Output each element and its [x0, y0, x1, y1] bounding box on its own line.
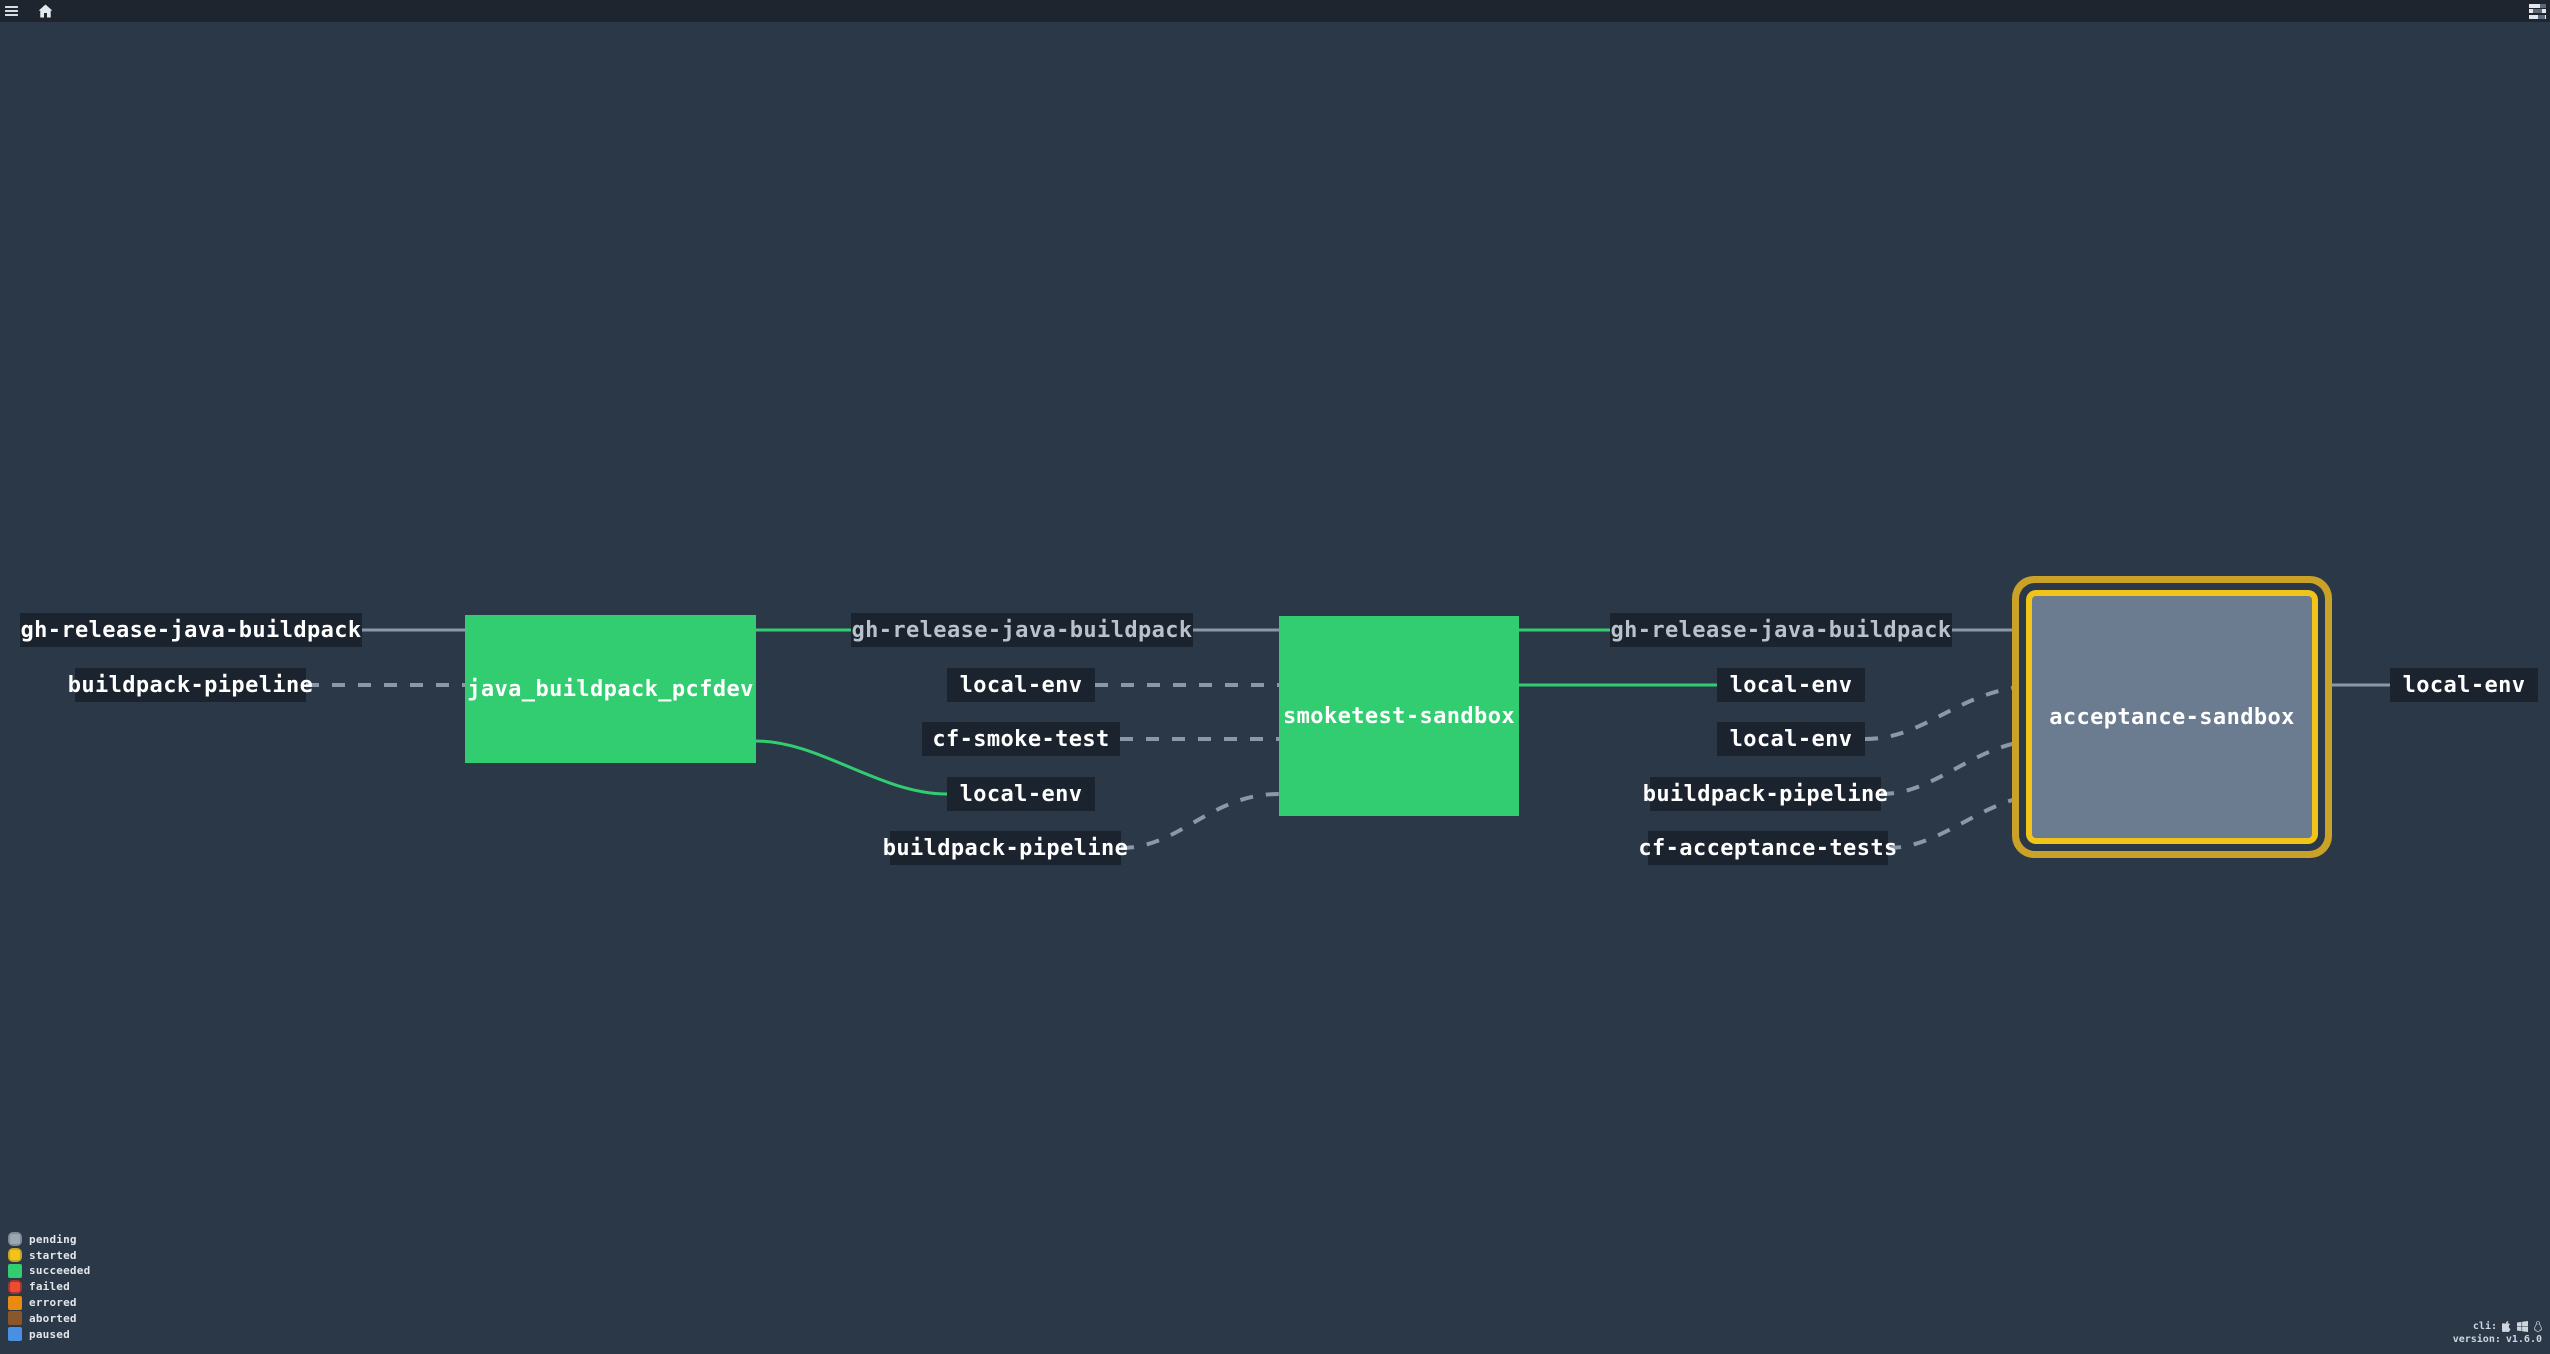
resource-node-label: buildpack-pipeline	[882, 835, 1129, 861]
legend-swatch-succeeded	[8, 1263, 22, 1278]
apple-icon[interactable]	[2502, 1321, 2511, 1332]
top-bar	[0, 0, 2550, 22]
pipeline-list-row	[2528, 9, 2546, 13]
legend-label: errored	[29, 1296, 77, 1309]
job-node-label: acceptance-sandbox	[2032, 596, 2312, 838]
resource-node-label: local-env	[1729, 672, 1853, 698]
hamburger-line	[4, 13, 18, 16]
resource-node-buildpack-pipeline[interactable]: buildpack-pipeline	[1643, 777, 1888, 811]
resource-node-label: local-env	[959, 781, 1083, 807]
legend-swatch-aborted	[8, 1311, 22, 1326]
legend-item-started: started	[8, 1247, 90, 1263]
cli-row: cli:	[2453, 1320, 2542, 1333]
legend-label: aborted	[29, 1311, 77, 1325]
resource-node-label: buildpack-pipeline	[1642, 781, 1889, 807]
legend-swatch-paused	[8, 1327, 22, 1342]
resource-node-label: local-env	[1729, 726, 1853, 752]
resource-node-label: local-env	[2402, 672, 2526, 698]
legend-swatch-failed	[8, 1279, 22, 1294]
resource-node-label: local-env	[959, 672, 1083, 698]
legend-item-failed: failed	[8, 1279, 90, 1295]
resource-node-label: gh-release-java-buildpack	[851, 617, 1193, 643]
pipeline-list-icon[interactable]	[2524, 0, 2550, 22]
job-node-label: java_buildpack_pcfdev	[467, 676, 754, 702]
job-node-smoketest-sandbox[interactable]: smoketest-sandbox	[1279, 616, 1519, 816]
job-node-label: smoketest-sandbox	[1283, 703, 1515, 729]
status-legend: pending started succeeded failed errored abor…	[8, 1231, 90, 1342]
resource-node-label: cf-smoke-test	[932, 726, 1110, 752]
pipeline-list-row	[2528, 3, 2546, 8]
legend-label: pending	[29, 1232, 77, 1246]
legend-item-aborted: aborted	[8, 1310, 90, 1326]
cli-os-icons	[2502, 1321, 2542, 1332]
resource-node-local-env[interactable]: local-env	[947, 777, 1095, 811]
legend-swatch-pending	[8, 1232, 22, 1247]
legend-label: started	[29, 1248, 77, 1262]
resource-node-gh-release-java-buildpack[interactable]: gh-release-java-buildpack	[20, 613, 362, 647]
legend-label: paused	[29, 1327, 70, 1341]
legend-label: failed	[29, 1280, 70, 1294]
windows-icon[interactable]	[2517, 1321, 2528, 1332]
legend-item-pending: pending	[8, 1231, 90, 1247]
job-node-java-buildpack-pcfdev[interactable]: java_buildpack_pcfdev	[465, 615, 756, 763]
pipeline-edge	[755, 739, 948, 796]
resource-node-buildpack-pipeline[interactable]: buildpack-pipeline	[68, 668, 313, 702]
node-ring-inner: acceptance-sandbox	[2026, 590, 2318, 844]
resource-node-local-env[interactable]: local-env	[1717, 722, 1865, 756]
pipeline-graph[interactable]: gh-release-java-buildpack buildpack-pipel…	[0, 22, 2550, 1354]
pipeline-edge	[1880, 737, 2051, 796]
version-value: v1.6.0	[2505, 1334, 2542, 1345]
home-icon[interactable]	[34, 0, 56, 22]
pipeline-edge	[1887, 792, 2051, 850]
resource-node-local-env[interactable]: local-env	[1717, 668, 1865, 702]
resource-node-cf-acceptance-tests[interactable]: cf-acceptance-tests	[1638, 831, 1897, 865]
pipeline-edge	[1120, 792, 1280, 850]
resource-node-label: gh-release-java-buildpack	[20, 617, 362, 643]
cli-version-info: cli: version: v1.6.0	[2453, 1320, 2542, 1346]
resource-node-label: cf-acceptance-tests	[1638, 835, 1898, 861]
hamburger-icon[interactable]	[0, 0, 22, 22]
pipeline-list-row	[2528, 14, 2546, 19]
legend-item-errored: errored	[8, 1295, 90, 1311]
node-ring-gap: acceptance-sandbox	[2019, 583, 2325, 851]
resource-node-buildpack-pipeline[interactable]: buildpack-pipeline	[883, 831, 1128, 865]
cli-label: cli:	[2472, 1321, 2497, 1332]
resource-node-label: buildpack-pipeline	[67, 672, 314, 698]
version-row: version: v1.6.0	[2453, 1333, 2542, 1346]
resource-node-local-env[interactable]: local-env	[2390, 668, 2538, 702]
resource-node-gh-release-java-buildpack[interactable]: gh-release-java-buildpack	[1610, 613, 1952, 647]
legend-swatch-started	[8, 1248, 22, 1263]
linux-icon[interactable]	[2534, 1321, 2542, 1332]
legend-swatch-errored	[8, 1295, 22, 1310]
legend-label: succeeded	[29, 1264, 91, 1278]
legend-item-paused: paused	[8, 1326, 90, 1342]
job-node-acceptance-sandbox[interactable]: acceptance-sandbox	[2012, 576, 2332, 858]
resource-node-local-env[interactable]: local-env	[947, 668, 1095, 702]
resource-node-label: gh-release-java-buildpack	[1610, 617, 1952, 643]
hamburger-line	[4, 6, 18, 9]
resource-node-cf-smoke-test[interactable]: cf-smoke-test	[922, 722, 1120, 756]
version-label: version:	[2452, 1334, 2501, 1345]
resource-node-gh-release-java-buildpack[interactable]: gh-release-java-buildpack	[851, 613, 1193, 647]
legend-item-succeeded: succeeded	[8, 1263, 90, 1279]
hamburger-line	[4, 10, 18, 12]
